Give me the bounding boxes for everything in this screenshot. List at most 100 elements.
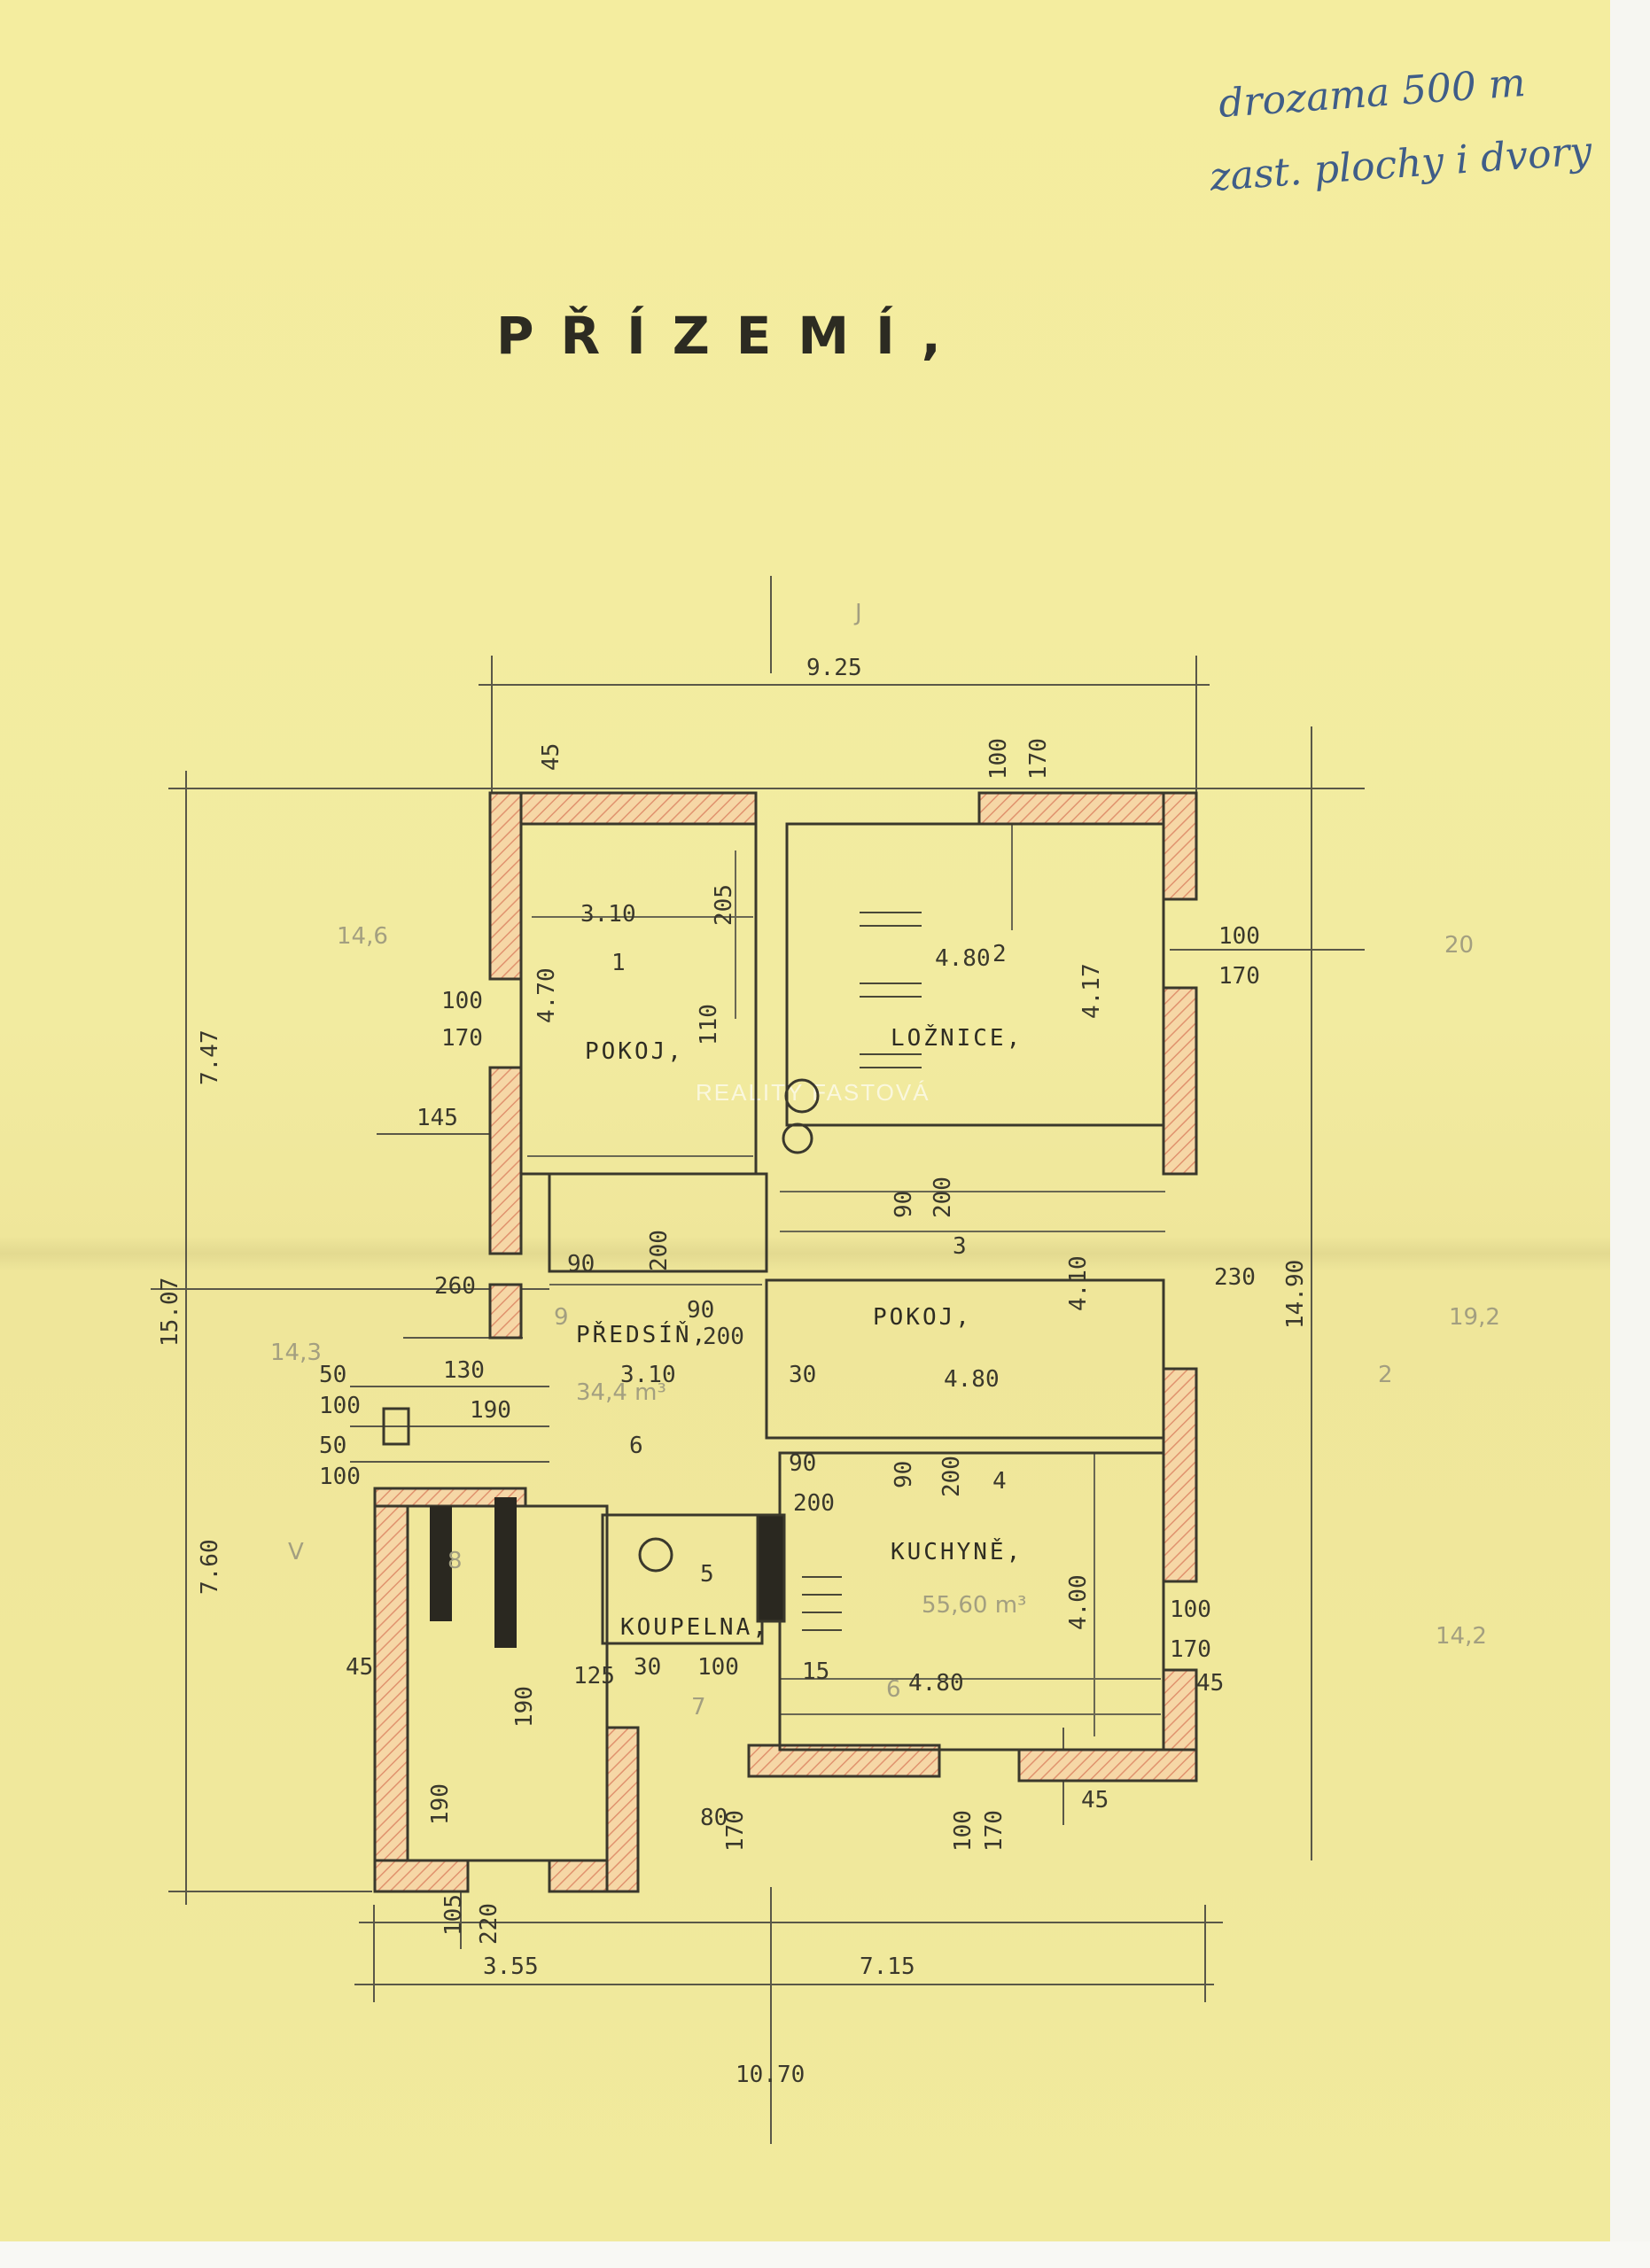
dimension-label: 3.10 [620, 1362, 676, 1388]
dimension-label: 50 [319, 1362, 346, 1388]
overall-dimensions: 9.25 10.70 3.55 7.15 15.07 7.47 7.60 14.… [157, 655, 1309, 2088]
room-number: 4 [992, 1468, 1007, 1495]
pencil-note: 8 [448, 1548, 463, 1574]
dimension-label: 4.80 [944, 1366, 1000, 1393]
scan-edge-bottom [0, 2241, 1650, 2268]
dimension-label: 145 [416, 1105, 458, 1131]
pencil-note: 14,6 [337, 923, 388, 950]
dimension-bottom-left: 3.55 [483, 1953, 539, 1980]
pencil-note: 7 [691, 1694, 706, 1720]
dimension-label: 90 [789, 1450, 816, 1477]
dimension-left-lower: 7.60 [197, 1539, 223, 1595]
dimension-left-upper: 7.47 [197, 1029, 223, 1085]
room-number: 5 [700, 1561, 714, 1588]
dimension-label: 80 [700, 1805, 728, 1831]
scan-edge-right [1610, 0, 1650, 2268]
minor-dimensions: 45 100 170 100 170 100 170 205 110 145 2… [319, 738, 1260, 1945]
dimension-label: 100 [1170, 1596, 1211, 1623]
dimension-bottom-right: 7.15 [860, 1953, 915, 1980]
dimension-label: 200 [703, 1324, 744, 1350]
pencil-note: 34,4 m³ [576, 1379, 666, 1406]
dimension-label: 170 [1218, 963, 1260, 990]
dimension-label: 90 [891, 1461, 917, 1488]
room-number: 2 [992, 941, 1007, 967]
dimension-label: 4.10 [1065, 1255, 1092, 1311]
dimension-label: 170 [1025, 738, 1052, 780]
dimension-label: 50 [319, 1433, 346, 1459]
dimension-label: 90 [891, 1191, 917, 1218]
room-name: POKOJ, [585, 1038, 684, 1065]
room-name: KUCHYNĚ, [891, 1537, 1023, 1565]
pencil-note: J [853, 600, 862, 626]
dimension-label: 130 [443, 1357, 485, 1384]
dimension-label: 4.17 [1078, 963, 1105, 1019]
dimension-right-total: 14.90 [1282, 1260, 1309, 1329]
fixture-marks [802, 912, 922, 1631]
pencil-note: 2 [1378, 1362, 1393, 1388]
dimension-top-span: 9.25 [806, 655, 862, 681]
room-name: KOUPELNA, [620, 1614, 769, 1641]
dimension-label: 170 [981, 1810, 1008, 1852]
dimension-label: 170 [1170, 1636, 1211, 1663]
dimension-label: 100 [319, 1464, 361, 1490]
room-dimensions: 3.10 4.70 4.80 4.17 4.80 4.10 4.80 4.00 … [533, 901, 1105, 1697]
dimension-label: 45 [346, 1654, 373, 1681]
dimension-overall-width: 10.70 [735, 2062, 805, 2088]
dimension-label: 260 [434, 1273, 476, 1300]
pencil-note: 14,2 [1436, 1623, 1487, 1650]
room-number: 1 [611, 950, 626, 976]
pencil-notes: 14,6 20 14,3 19,2 14,2 2 34,4 m³ 55,60 m… [270, 600, 1500, 1720]
dimension-label: 190 [427, 1783, 454, 1825]
pencil-note: 6 [886, 1676, 901, 1703]
dimension-label: 100 [319, 1393, 361, 1419]
dimension-label: 45 [538, 743, 564, 771]
dimension-label: 100 [697, 1654, 739, 1681]
room-name: PŘEDSÍŇ, [576, 1320, 708, 1348]
dimension-label: 125 [573, 1663, 615, 1689]
pencil-note: 9 [554, 1304, 569, 1331]
dimension-label: 200 [930, 1177, 956, 1218]
dimension-label: 200 [646, 1230, 673, 1271]
dimension-label: 170 [722, 1810, 749, 1852]
dimension-label: 110 [696, 1004, 722, 1045]
room-number: 6 [629, 1433, 643, 1459]
dimension-label: 4.80 [935, 945, 991, 972]
dimension-label: 100 [441, 988, 483, 1014]
dimension-label: 100 [985, 738, 1012, 780]
dimension-label: 45 [1196, 1670, 1224, 1697]
pencil-note: 14,3 [270, 1340, 322, 1366]
room-name: LOŽNICE, [891, 1023, 1023, 1052]
dimension-label: 30 [634, 1654, 661, 1681]
dimension-label: 15 [802, 1658, 829, 1685]
page-title: PŘÍZEMÍ, [496, 306, 968, 366]
dimension-label: 230 [1214, 1264, 1256, 1291]
pencil-note: V [288, 1539, 304, 1565]
dimension-label: 4.00 [1065, 1574, 1092, 1630]
dimension-label: 170 [441, 1025, 483, 1052]
room-number: 3 [953, 1233, 967, 1260]
dimension-label: 90 [687, 1297, 714, 1324]
dimension-label: 4.80 [908, 1670, 964, 1697]
room-name: POKOJ, [873, 1304, 972, 1331]
dimension-label: 100 [950, 1810, 977, 1852]
room-labels: POKOJ, LOŽNICE, POKOJ, KUCHYNĚ, KOUPELNA… [576, 1023, 1023, 1641]
pencil-note: 20 [1444, 932, 1474, 959]
paper-fold [0, 1236, 1650, 1271]
dimension-label: 100 [1218, 923, 1260, 950]
dimension-label: 4.70 [533, 967, 560, 1023]
dimension-label: 3.10 [580, 901, 636, 928]
dimension-label: 200 [793, 1490, 835, 1517]
room-numbers: 1 2 3 4 5 6 [611, 941, 1007, 1588]
dimension-label: 105 [440, 1894, 467, 1936]
dimension-left-total: 15.07 [157, 1278, 183, 1347]
dimension-label: 45 [1081, 1787, 1109, 1814]
dimension-label: 90 [567, 1251, 595, 1278]
pencil-note: 55,60 m³ [922, 1592, 1026, 1619]
dimension-label: 190 [511, 1686, 538, 1728]
dimension-label: 200 [938, 1456, 965, 1497]
pencil-note: 19,2 [1449, 1304, 1500, 1331]
partitions [382, 822, 1165, 1862]
interior-guides [527, 824, 1165, 1736]
